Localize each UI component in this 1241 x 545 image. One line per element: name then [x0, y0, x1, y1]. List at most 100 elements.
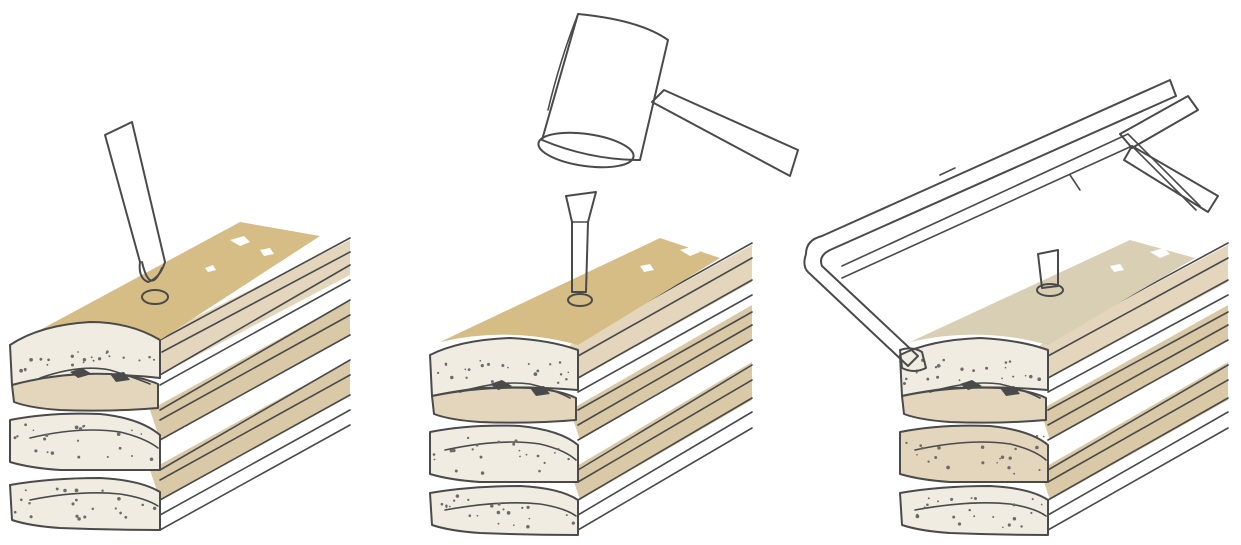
- wood-speck: [521, 507, 523, 509]
- wood-speck: [82, 425, 84, 427]
- wood-speck: [1037, 377, 1041, 381]
- wood-speck: [959, 379, 961, 381]
- wood-speck: [24, 369, 26, 371]
- wood-speck: [1013, 517, 1017, 521]
- wood-speck: [453, 500, 455, 502]
- wood-speck: [456, 494, 459, 497]
- wood-speck: [549, 363, 551, 365]
- wood-speck: [468, 368, 471, 371]
- wood-speck: [935, 366, 937, 368]
- wood-speck: [1009, 360, 1011, 362]
- wood-speck: [45, 434, 48, 437]
- wood-speck: [534, 372, 538, 376]
- wood-speck: [1032, 498, 1034, 500]
- wood-speck: [926, 503, 929, 506]
- wood-speck: [1013, 473, 1015, 475]
- wood-speck: [29, 358, 33, 362]
- wood-speck: [1012, 376, 1014, 378]
- wood-speck: [481, 364, 484, 367]
- wood-speck: [1041, 504, 1043, 506]
- wood-speck: [952, 516, 955, 519]
- wood-speck: [63, 489, 67, 493]
- wood-speck: [905, 378, 908, 381]
- wood-speck: [1036, 435, 1038, 437]
- wood-speck: [75, 499, 78, 502]
- wood-speck: [536, 369, 539, 372]
- wood-speck: [554, 452, 556, 454]
- wood-speck: [481, 471, 484, 474]
- wood-speck: [77, 440, 79, 442]
- wood-speck: [936, 376, 939, 379]
- wood-speck: [490, 504, 493, 507]
- wood-speck: [19, 369, 23, 373]
- wood-speck: [519, 450, 521, 452]
- wood-speck: [502, 508, 504, 510]
- wood-speck: [43, 437, 46, 440]
- wood-speck: [537, 455, 540, 458]
- wood-speck: [526, 454, 528, 456]
- wood-speck: [937, 364, 941, 368]
- wood-speck: [71, 502, 74, 505]
- wood-speck: [921, 447, 924, 450]
- wood-speck: [1001, 378, 1003, 380]
- wood-speck: [566, 514, 568, 516]
- plank-stack-1: [10, 222, 350, 530]
- wood-speck: [507, 511, 511, 515]
- wood-speck: [480, 456, 483, 459]
- wood-speck: [528, 363, 530, 365]
- wood-speck: [950, 498, 953, 501]
- wood-speck: [123, 357, 125, 359]
- wood-speck: [98, 357, 101, 360]
- wood-speck: [1008, 523, 1011, 526]
- wood-speck: [972, 369, 975, 372]
- wood-speck: [999, 458, 1001, 460]
- wood-speck: [1038, 469, 1040, 471]
- wood-speck: [927, 460, 929, 462]
- wood-speck: [154, 508, 156, 510]
- wood-speck: [449, 506, 451, 508]
- wood-speck: [992, 516, 994, 518]
- wood-speck: [1029, 375, 1033, 379]
- wood-speck: [119, 447, 122, 450]
- wood-speck: [467, 437, 469, 439]
- plank-stack-2: [430, 238, 752, 535]
- wood-speck: [83, 358, 86, 361]
- wood-speck: [140, 433, 142, 435]
- wood-speck: [942, 359, 945, 362]
- wood-speck: [538, 470, 541, 473]
- wood-speck: [472, 448, 474, 450]
- wood-speck: [1020, 525, 1022, 527]
- wood-speck: [572, 521, 575, 524]
- wood-speck: [455, 470, 458, 473]
- plank-stack-3: [900, 240, 1228, 535]
- wood-speck: [497, 502, 500, 505]
- wood-speck: [919, 444, 922, 447]
- wood-speck: [498, 523, 500, 525]
- wood-speck: [77, 456, 80, 459]
- wood-speck: [905, 442, 907, 444]
- wood-speck: [971, 497, 973, 499]
- mallet-icon: [536, 14, 798, 176]
- wood-speck: [981, 461, 984, 464]
- wood-speck: [141, 504, 144, 507]
- wood-speck: [544, 462, 546, 464]
- wood-speck: [567, 458, 569, 460]
- wood-speck: [106, 352, 108, 354]
- wood-speck: [437, 372, 439, 374]
- wood-speck: [937, 446, 941, 450]
- wood-speck: [1007, 466, 1010, 469]
- wood-speck: [519, 456, 521, 458]
- wood-speck: [1002, 526, 1004, 528]
- wood-speck: [441, 503, 444, 506]
- wood-speck: [479, 360, 481, 362]
- wood-speck: [25, 489, 27, 491]
- wood-speck: [946, 466, 950, 470]
- wood-speck: [47, 358, 50, 361]
- wood-speck: [985, 367, 988, 370]
- wood-speck: [108, 355, 110, 357]
- wood-speck: [916, 454, 918, 456]
- wood-speck: [33, 430, 35, 432]
- wood-speck: [567, 371, 569, 373]
- wood-speck: [497, 441, 500, 444]
- wood-speck: [75, 426, 79, 430]
